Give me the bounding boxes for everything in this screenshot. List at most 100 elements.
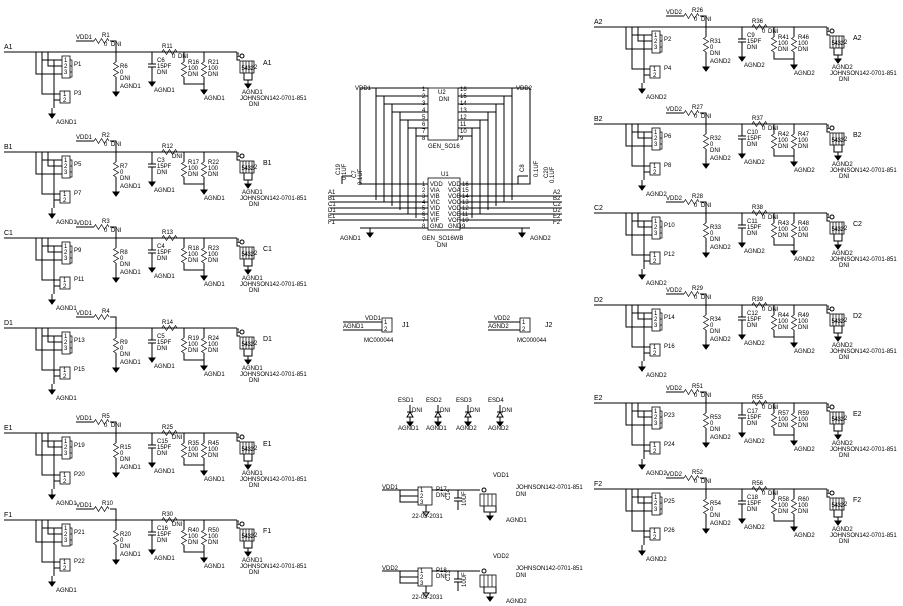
rb-value: 100 <box>798 138 809 144</box>
rb-value: 100 <box>798 227 809 233</box>
header-pin-1: 1 <box>64 334 68 340</box>
resistor-gnd-label: AGND2 <box>794 533 815 539</box>
header-pin-2: 2 <box>64 164 68 170</box>
bus-agnd2: AGND2 <box>530 236 551 242</box>
conn-pin-1: 5 <box>832 319 836 325</box>
cap-value: 15PF <box>157 532 172 538</box>
shunt-gnd-label: AGND1 <box>120 184 141 190</box>
rb-value: 100 <box>798 417 809 423</box>
header-pin-1: 1 <box>654 219 658 225</box>
conn-pin-4: 2 <box>251 534 255 540</box>
ra-ref: R16 <box>188 60 200 66</box>
series-resistor-ref: R2 <box>102 133 110 139</box>
u1-left-signal-3: C1 <box>328 202 336 208</box>
ra-value: 100 <box>778 138 789 144</box>
conn-pin-4: 2 <box>841 227 845 233</box>
ra-dni: DNI <box>778 325 789 331</box>
header-b-pin-1: 1 <box>653 67 657 73</box>
connector-gnd-label: AGND2 <box>832 251 853 257</box>
shunt-resistor-value: 0 <box>120 170 124 176</box>
cap-ref: C10 <box>747 130 759 136</box>
mid-resistor-ref: R12 <box>162 144 174 150</box>
bus-vdd1: VDD1 <box>355 86 372 92</box>
conn-pin-1: 5 <box>832 41 836 47</box>
conn-pin-2: 4 <box>245 252 249 258</box>
u1-left-pin-2: 2 <box>422 188 426 194</box>
shunt-gnd-label: AGND2 <box>710 245 731 251</box>
u1-ref: U1 <box>441 172 449 178</box>
esd-value: DNI <box>502 408 513 414</box>
resistor-gnd-label: AGND1 <box>204 196 225 202</box>
u1-left-name-5: VID <box>430 206 441 212</box>
vdd-label: VDD2 <box>666 472 683 478</box>
cap-dni: DNI <box>157 538 168 544</box>
conn-pin-1: 5 <box>242 342 246 348</box>
connector-net: C1 <box>263 246 272 253</box>
mid-resistor-ref: R37 <box>752 116 764 122</box>
connector-net: A2 <box>853 35 862 42</box>
header-b-pin-2: 2 <box>63 566 67 572</box>
shunt-resistor-ref: R6 <box>120 64 128 70</box>
rb-dni: DNI <box>798 144 809 150</box>
connector-net: D1 <box>263 336 272 343</box>
header-b-pin-2: 2 <box>653 449 657 455</box>
conn-pin-3: 3 <box>838 417 842 423</box>
shunt-resistor-ref: R32 <box>710 136 722 142</box>
series-resistor-dni: DNI <box>701 479 712 485</box>
conn-pin-1-top: 1 <box>237 521 241 527</box>
u2-right-pin-1: 16 <box>460 87 467 93</box>
rb-ref: R49 <box>798 313 810 319</box>
conn-pin-2: 4 <box>835 417 839 423</box>
header-pin-1: 1 <box>654 130 658 136</box>
ra-ref: R58 <box>778 497 790 503</box>
shunt-gnd-label: AGND2 <box>710 521 731 527</box>
esd-gnd: AGND1 <box>398 426 419 432</box>
j1-part: MC000044 <box>364 338 394 344</box>
ra-value: 100 <box>778 319 789 325</box>
header-pin-2: 2 <box>64 445 68 451</box>
mid-resistor-dni: DNI <box>768 126 779 132</box>
shunt-resistor-ref: R54 <box>710 501 722 507</box>
vdd-label: VDD2 <box>666 288 683 294</box>
rb-value: 100 <box>208 447 219 453</box>
header-b-pin-1: 1 <box>653 345 657 351</box>
vdd-label: VDD1 <box>76 311 93 317</box>
shunt-resistor-dni: DNI <box>710 51 721 57</box>
conn-pin-2-side: 2 <box>844 502 848 508</box>
header-a-ref: P19 <box>74 443 85 449</box>
header-gnd-label: AGND2 <box>646 373 667 379</box>
power-connector-net: VDD1 <box>493 473 510 479</box>
cap-value: 15PF <box>157 340 172 346</box>
connector-gnd-label: AGND1 <box>242 366 263 372</box>
u1-left-name-8: GND <box>430 224 444 230</box>
connector-gnd-label: AGND1 <box>242 471 263 477</box>
u2-left-pin-2: 2 <box>422 94 426 100</box>
rb-dni: DNI <box>208 348 219 354</box>
u1-right-pin-3: 14 <box>462 194 469 200</box>
esd-gnd: AGND2 <box>488 426 509 432</box>
ra-value: 100 <box>188 534 199 540</box>
rb-ref: R50 <box>208 528 220 534</box>
ra-ref: R17 <box>188 160 200 166</box>
conn-pin-3: 3 <box>248 252 252 258</box>
connector-dni: DNI <box>249 483 260 489</box>
rb-ref: R47 <box>798 132 810 138</box>
header-a-ref: P6 <box>664 134 672 140</box>
connector-part: JOHNSON142-0701-851 <box>240 477 307 483</box>
header-b-pin-1: 1 <box>63 368 67 374</box>
series-resistor-ref: R29 <box>692 286 704 292</box>
header-b-pin-1: 1 <box>653 443 657 449</box>
shunt-resistor-value: 0 <box>710 421 714 427</box>
shunt-resistor-dni: DNI <box>120 352 131 358</box>
signal-label: B2 <box>594 116 603 123</box>
header-b-ref: P20 <box>74 472 85 478</box>
connector-part: JOHNSON142-0701-851 <box>830 447 897 453</box>
power-header-pin-3: 3 <box>420 581 424 587</box>
power-gnd-label: AGND1 <box>506 518 527 524</box>
series-resistor-dni: DNI <box>111 228 122 234</box>
conn-pin-2: 4 <box>835 227 839 233</box>
connector-dni: DNI <box>839 355 850 361</box>
